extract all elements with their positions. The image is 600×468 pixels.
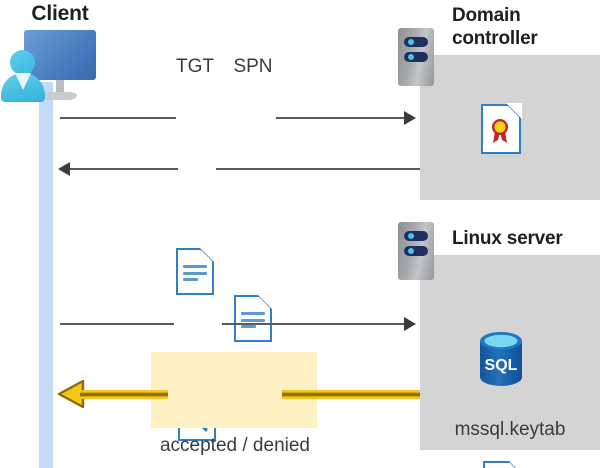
- server-led-icon: [408, 248, 414, 254]
- auth-result-label: accepted / denied: [159, 435, 310, 456]
- document-text-lines: [183, 265, 207, 285]
- server-bay: [404, 246, 428, 256]
- domain-controller-title-line2: controller: [452, 28, 538, 49]
- server-bay: [404, 37, 428, 47]
- document-spn-icon: [234, 294, 273, 342]
- server-bay: [404, 52, 428, 62]
- svg-text:SQL: SQL: [485, 357, 518, 374]
- client-workstation-user-icon: [0, 26, 110, 108]
- domain-controller-title-line1: Domain: [452, 5, 521, 26]
- user-head-icon: [10, 50, 35, 75]
- monitor-base: [43, 92, 77, 100]
- linux-server-title: Linux server: [452, 228, 563, 249]
- server-led-icon: [408, 54, 414, 60]
- server-bay: [404, 231, 428, 241]
- certificate-document-icon: [481, 103, 522, 154]
- certificate-seal-icon: [492, 119, 508, 143]
- sql-cylinder-shape: SQL: [480, 332, 522, 386]
- spn-label: SPN: [233, 56, 273, 77]
- server-led-icon: [408, 39, 414, 45]
- message-line-request-tail: [276, 117, 404, 119]
- domain-controller-title: Domain controller: [452, 4, 597, 50]
- arrowhead-right-icon: [404, 111, 416, 125]
- server-rack-icon: [398, 222, 434, 280]
- arrowhead-left-icon: [58, 162, 70, 176]
- client-title: Client: [31, 2, 89, 25]
- keytab-document-icon: [483, 460, 524, 468]
- auth-result-line-left: [80, 390, 168, 399]
- auth-result-line-right: [282, 390, 420, 399]
- document-text-lines: [241, 312, 265, 332]
- message-line-request: [60, 117, 176, 119]
- sql-database-icon: SQL: [477, 331, 525, 387]
- monitor-neck: [56, 80, 64, 93]
- monitor-screen-icon: [24, 30, 96, 80]
- message-line-present: [60, 323, 174, 325]
- document-fold-notch: [508, 460, 524, 468]
- server-rack-icon: [398, 28, 434, 86]
- keytab-filename-label: mssql.keytab: [454, 419, 566, 440]
- client-lifeline: [39, 82, 53, 468]
- message-line-ticket-tail: [216, 168, 420, 170]
- message-line-present-tail: [222, 323, 404, 325]
- document-tgt-icon: [176, 247, 215, 295]
- tgt-label: TGT: [176, 56, 214, 77]
- user-collar: [15, 73, 31, 90]
- server-led-icon: [408, 233, 414, 239]
- arrowhead-right-icon: [404, 317, 416, 331]
- message-line-ticket: [70, 168, 178, 170]
